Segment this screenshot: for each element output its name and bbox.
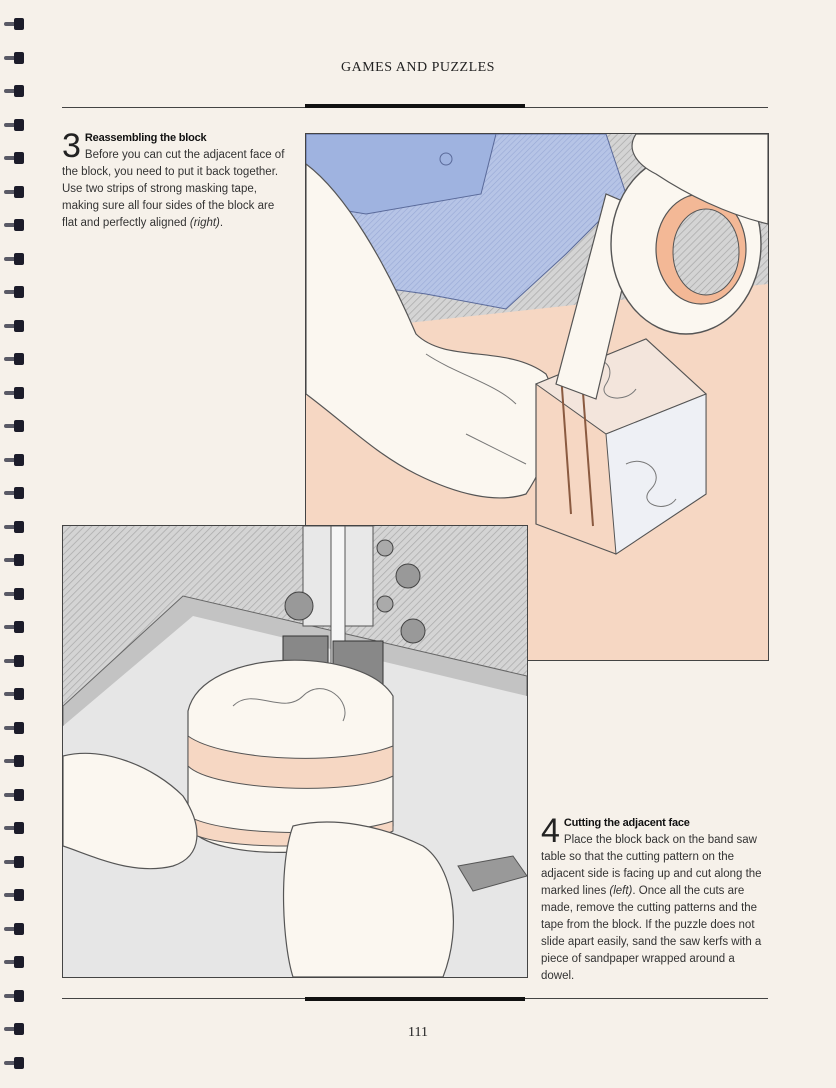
figure-reference: (right) <box>189 217 220 229</box>
binding-coil <box>4 956 24 968</box>
binding-coil <box>4 420 24 432</box>
band-saw-illustration <box>62 525 528 978</box>
header-rule-bar <box>305 104 525 108</box>
step-heading: Reassembling the block <box>84 132 207 144</box>
band-saw-drawing <box>63 526 527 977</box>
binding-coil <box>4 822 24 834</box>
spiral-binding <box>0 0 30 1088</box>
binding-coil <box>4 688 24 700</box>
binding-coil <box>4 353 24 365</box>
binding-coil <box>4 319 24 332</box>
page-number: 111 <box>408 1025 428 1040</box>
binding-coil <box>4 721 24 734</box>
footer-rule-bar <box>305 997 525 1001</box>
binding-coil <box>4 755 24 767</box>
figure-reference: (left) <box>609 885 633 897</box>
binding-coil <box>4 621 24 633</box>
binding-coil <box>4 386 24 399</box>
binding-coil <box>4 118 24 131</box>
step-body-end: . Once all the cuts are made, remove the… <box>541 885 762 982</box>
binding-coil <box>4 989 24 1002</box>
binding-coil <box>4 219 24 231</box>
binding-coil <box>4 654 24 667</box>
step-body: Place the block back on the band saw tab… <box>541 834 762 897</box>
binding-coil <box>4 520 24 533</box>
running-header: GAMES AND PUZZLES <box>341 60 495 75</box>
binding-coil <box>4 51 24 64</box>
binding-coil <box>4 286 24 298</box>
binding-coil <box>4 587 24 600</box>
binding-coil <box>4 487 24 499</box>
step-4: 4 Cutting the adjacent face Place the bl… <box>541 812 771 985</box>
binding-coil <box>4 252 24 265</box>
binding-coil <box>4 855 24 868</box>
binding-coil <box>4 18 24 30</box>
binding-coil <box>4 889 24 901</box>
step-body: Before you can cut the adjacent face of … <box>62 149 285 229</box>
step-body-end: . <box>219 217 224 229</box>
step-number: 4 <box>541 812 560 850</box>
binding-coil <box>4 185 24 198</box>
binding-coil <box>4 453 24 466</box>
binding-coil <box>4 85 24 97</box>
binding-coil <box>4 1056 24 1069</box>
binding-coil <box>4 788 24 801</box>
binding-coil <box>4 554 24 566</box>
step-number: 3 <box>62 127 81 165</box>
binding-coil <box>4 1023 24 1035</box>
binding-coil <box>4 922 24 935</box>
step-3: 3 Reassembling the block Before you can … <box>62 127 287 232</box>
binding-coil <box>4 152 24 164</box>
step-heading: Cutting the adjacent face <box>563 817 690 829</box>
